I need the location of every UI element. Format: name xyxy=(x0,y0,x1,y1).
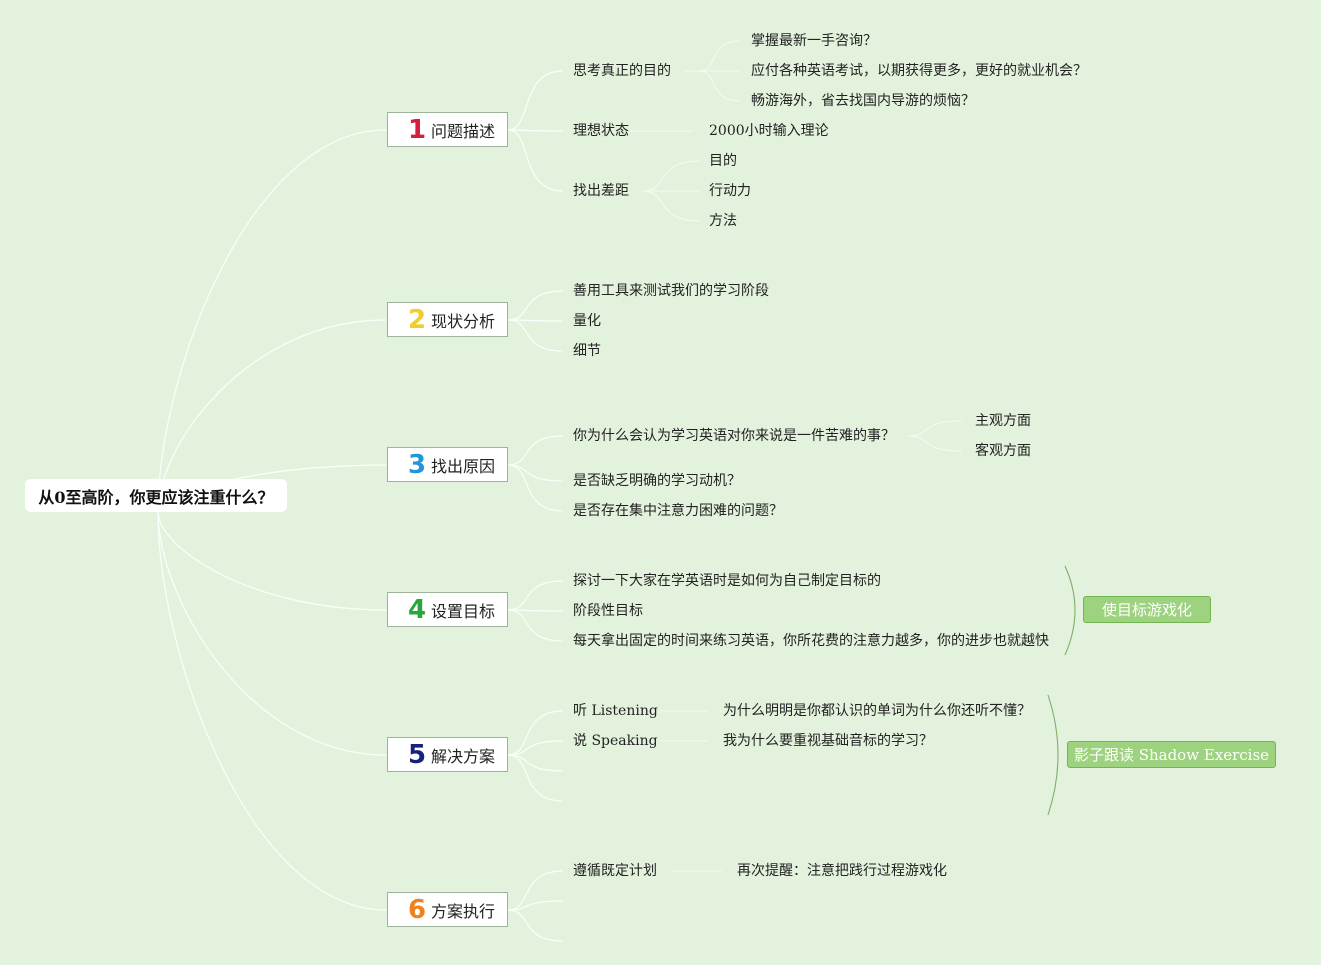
topic-speaking[interactable]: 说 Speaking xyxy=(573,733,658,749)
root-topic[interactable]: 从0至高阶，你更应该注重什么？ xyxy=(25,479,287,512)
branch-label: 现状分析 xyxy=(431,311,496,331)
topic-discuss-goals[interactable]: 探讨一下大家在学英语时是如何为自己制定目标的 xyxy=(573,573,881,589)
number-6-icon: 6 xyxy=(407,894,427,925)
topic-daily-practice[interactable]: 每天拿出固定的时间来练习英语，你所花费的注意力越多，你的进步也就越快 xyxy=(573,633,1049,649)
branch-solutions[interactable]: 5 解决方案 xyxy=(387,737,508,772)
summary-shadow-exercise[interactable]: 影子跟读 Shadow Exercise xyxy=(1067,741,1276,768)
topic-quantify[interactable]: 量化 xyxy=(573,313,601,329)
topic-method[interactable]: 方法 xyxy=(709,213,737,229)
topic-objective[interactable]: 客观方面 xyxy=(975,443,1031,459)
topic-travel-abroad[interactable]: 畅游海外，省去找国内导游的烦恼？ xyxy=(751,93,975,109)
topic-subjective[interactable]: 主观方面 xyxy=(975,413,1031,429)
topic-follow-plan[interactable]: 遵循既定计划 xyxy=(573,863,657,879)
number-3-icon: 3 xyxy=(407,449,427,480)
number-5-icon: 5 xyxy=(407,739,427,770)
branch-current-analysis[interactable]: 2 现状分析 xyxy=(387,302,508,337)
topic-action[interactable]: 行动力 xyxy=(709,183,751,199)
summary-gamify-goals[interactable]: 使目标游戏化 xyxy=(1083,596,1211,623)
topic-why-difficult[interactable]: 你为什么会认为学习英语对你来说是一件苦难的事？ xyxy=(573,428,895,444)
topic-reminder[interactable]: 再次提醒：注意把践行过程游戏化 xyxy=(737,863,947,879)
topic-real-purpose[interactable]: 思考真正的目的 xyxy=(573,63,671,79)
branch-find-causes[interactable]: 3 找出原因 xyxy=(387,447,508,482)
branch-label: 方案执行 xyxy=(431,901,496,921)
branch-problem-description[interactable]: 1 问题描述 xyxy=(387,112,508,147)
topic-test-tools[interactable]: 善用工具来测试我们的学习阶段 xyxy=(573,283,769,299)
branch-set-goals[interactable]: 4 设置目标 xyxy=(387,592,508,627)
number-2-icon: 2 xyxy=(407,304,427,335)
topic-purpose[interactable]: 目的 xyxy=(709,153,737,169)
branch-label: 解决方案 xyxy=(431,746,496,766)
topic-find-gap[interactable]: 找出差距 xyxy=(573,183,629,199)
topic-ideal-state[interactable]: 理想状态 xyxy=(573,123,629,139)
topic-details[interactable]: 细节 xyxy=(573,343,601,359)
topic-listening[interactable]: 听 Listening xyxy=(573,703,658,719)
branch-label: 问题描述 xyxy=(431,121,496,141)
topic-english-exams[interactable]: 应付各种英语考试，以期获得更多，更好的就业机会？ xyxy=(751,63,1087,79)
number-4-icon: 4 xyxy=(407,594,427,625)
topic-2000-hours[interactable]: 2000小时输入理论 xyxy=(709,123,829,139)
branch-label: 设置目标 xyxy=(431,601,496,621)
topic-motivation[interactable]: 是否缺乏明确的学习动机？ xyxy=(573,473,741,489)
topic-latest-info[interactable]: 掌握最新一手咨询？ xyxy=(751,33,877,49)
topic-phonetics[interactable]: 我为什么要重视基础音标的学习？ xyxy=(723,733,933,749)
branch-label: 找出原因 xyxy=(431,456,496,476)
number-1-icon: 1 xyxy=(407,114,427,145)
topic-stage-goals[interactable]: 阶段性目标 xyxy=(573,603,643,619)
topic-why-not-understand[interactable]: 为什么明明是你都认识的单词为什么你还听不懂？ xyxy=(723,703,1031,719)
topic-concentration[interactable]: 是否存在集中注意力困难的问题？ xyxy=(573,503,783,519)
branch-execution[interactable]: 6 方案执行 xyxy=(387,892,508,927)
